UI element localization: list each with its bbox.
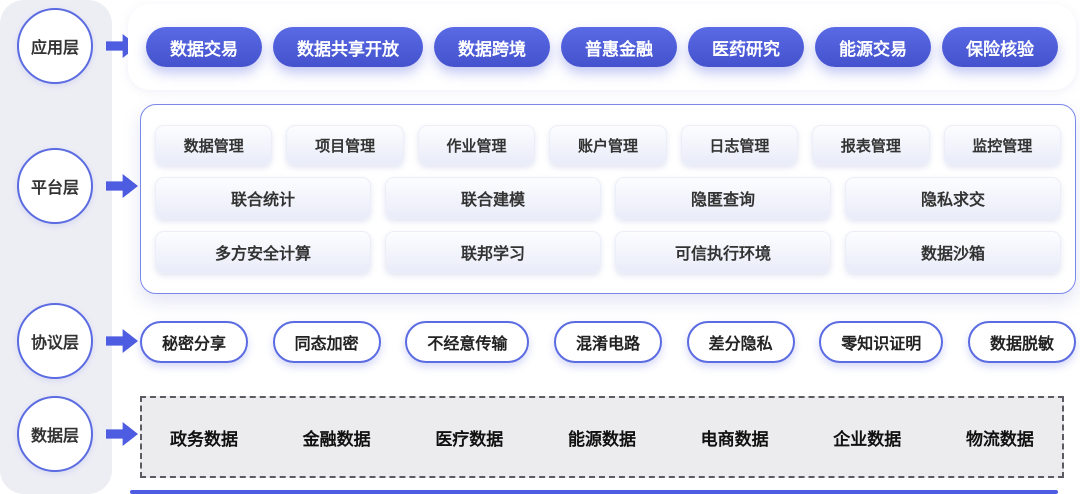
protocol-pill: 数据脱敏: [967, 321, 1076, 363]
data-item: 能源数据: [567, 429, 636, 449]
platform-module: 隐私求交: [845, 177, 1061, 219]
app-pill: 普惠金融: [561, 27, 677, 67]
data-item: 企业数据: [833, 429, 902, 449]
platform-layer-panel: 数据管理 项目管理 作业管理 账户管理 日志管理 报表管理 监控管理 联合统计 …: [140, 104, 1076, 294]
platform-row-management: 数据管理 项目管理 作业管理 账户管理 日志管理 报表管理 监控管理: [155, 125, 1061, 165]
platform-row-technologies: 多方安全计算 联邦学习 可信执行环境 数据沙箱: [155, 231, 1061, 273]
platform-module: 联邦学习: [385, 231, 601, 273]
data-layer-panel: 政务数据 金融数据 医疗数据 能源数据 电商数据 企业数据 物流数据: [140, 396, 1064, 478]
data-item: 电商数据: [700, 429, 769, 449]
data-item: 金融数据: [302, 429, 371, 449]
platform-row-capabilities: 联合统计 联合建模 隐匿查询 隐私求交: [155, 177, 1061, 219]
layer-rail: 应用层 平台层 协议层 数据层: [0, 0, 112, 494]
layer-badge-data: 数据层: [17, 396, 93, 472]
platform-module: 账户管理: [549, 125, 667, 165]
platform-module: 可信执行环境: [615, 231, 831, 273]
platform-module: 作业管理: [417, 125, 536, 165]
layer-badge-application: 应用层: [17, 8, 93, 84]
app-pill: 数据共享开放: [273, 27, 423, 67]
data-item: 医疗数据: [435, 429, 504, 449]
app-pill: 保险核验: [942, 27, 1058, 67]
protocol-pill: 同态加密: [272, 321, 381, 363]
data-item: 政务数据: [170, 429, 238, 449]
bottom-accent-line: [130, 490, 1058, 494]
protocol-layer-row: 秘密分享 同态加密 不经意传输 混淆电路 差分隐私 零知识证明 数据脱敏: [140, 318, 1076, 366]
platform-module: 监控管理: [943, 125, 1061, 165]
layer-badge-platform: 平台层: [17, 148, 93, 224]
protocol-pill: 零知识证明: [819, 321, 944, 363]
platform-module: 项目管理: [286, 125, 404, 165]
platform-module: 日志管理: [680, 125, 799, 165]
layer-badge-protocol: 协议层: [17, 303, 93, 379]
data-item: 物流数据: [965, 429, 1034, 449]
app-pill: 数据交易: [146, 27, 262, 67]
platform-module: 隐匿查询: [615, 177, 831, 219]
platform-module: 多方安全计算: [155, 231, 371, 273]
application-layer-row: 数据交易 数据共享开放 数据跨境 普惠金融 医药研究 能源交易 保险核验: [128, 4, 1076, 90]
app-pill: 能源交易: [815, 27, 931, 67]
platform-module: 数据管理: [155, 125, 273, 165]
protocol-pill: 差分隐私: [686, 321, 795, 363]
platform-module: 数据沙箱: [845, 231, 1061, 273]
platform-module: 联合建模: [385, 177, 601, 219]
protocol-pill: 不经意传输: [405, 321, 530, 363]
app-pill: 医药研究: [688, 27, 804, 67]
platform-module: 报表管理: [812, 125, 930, 165]
protocol-pill: 混淆电路: [553, 321, 662, 363]
protocol-pill: 秘密分享: [140, 321, 249, 363]
platform-module: 联合统计: [155, 177, 371, 219]
app-pill: 数据跨境: [434, 27, 550, 67]
